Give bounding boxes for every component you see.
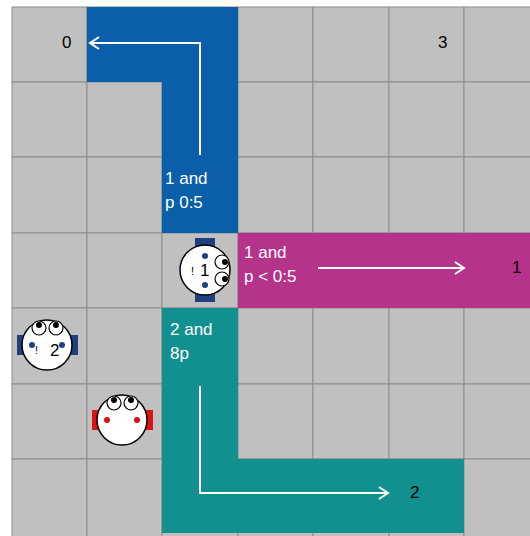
robot-mark: ! (191, 265, 194, 277)
grid-cell (12, 82, 87, 157)
region-band: 1 andp 0:5 (87, 7, 238, 233)
grid-cell (238, 157, 313, 233)
grid-cell (313, 157, 389, 233)
grid-cell (162, 233, 238, 308)
condition-text: 1 andp < 0:5 (244, 241, 296, 289)
route-arrow (90, 43, 200, 155)
grid-cell (12, 308, 87, 384)
condition-line: 8p (170, 342, 213, 366)
robot-number: 2 (50, 341, 59, 361)
grid-cell (389, 384, 464, 459)
grid-cell (464, 7, 530, 82)
band-shape (87, 7, 238, 233)
robot-mark: ! (35, 344, 38, 356)
condition-text: 2 and8p (170, 318, 213, 366)
robot-1 (180, 238, 230, 302)
route-arrow (200, 386, 388, 493)
robot-2 (17, 320, 78, 370)
grid-cell (87, 459, 162, 536)
grid-cell (12, 7, 87, 82)
condition-line: p < 0:5 (244, 265, 296, 289)
condition-text: 1 andp 0:5 (165, 167, 208, 215)
goal-number: 2 (410, 483, 419, 503)
condition-line: 2 and (170, 318, 213, 342)
grid-cell (12, 384, 87, 459)
grid-cell (87, 308, 162, 384)
grid-cell (12, 233, 87, 308)
grid-cell (12, 157, 87, 233)
grid-cell (87, 157, 162, 233)
grid-cell (464, 384, 530, 459)
region-band: 1 andp < 0:5 (238, 233, 530, 308)
robot-number: 1 (200, 261, 209, 281)
grid-cell (464, 157, 530, 233)
grid-cell (313, 82, 389, 157)
condition-line: 1 and (244, 241, 296, 265)
grid-cell (238, 82, 313, 157)
grid-cell (238, 7, 313, 82)
condition-line: p 0:5 (165, 191, 208, 215)
grid-cell (389, 308, 464, 384)
goal-number: 0 (62, 33, 71, 53)
grid-cell (464, 308, 530, 384)
grid-cell (12, 459, 87, 536)
grid-cell (464, 82, 530, 157)
grid-cell (389, 82, 464, 157)
grid-cells (12, 7, 530, 536)
grid-cell (389, 157, 464, 233)
goal-number: 3 (438, 33, 447, 53)
goal-number: 1 (512, 258, 521, 278)
grid-cell (87, 82, 162, 157)
grid-cell (238, 384, 313, 459)
grid-cell (313, 7, 389, 82)
grid-cell (313, 384, 389, 459)
grid-cell (87, 233, 162, 308)
grid-cell (238, 308, 313, 384)
route-arrow (318, 267, 464, 269)
grid-cell (389, 7, 464, 82)
grid-cell (87, 384, 162, 459)
condition-line: 1 and (165, 167, 208, 191)
grid-cell (313, 308, 389, 384)
grid-cell (464, 459, 530, 536)
robot-red (92, 395, 153, 445)
